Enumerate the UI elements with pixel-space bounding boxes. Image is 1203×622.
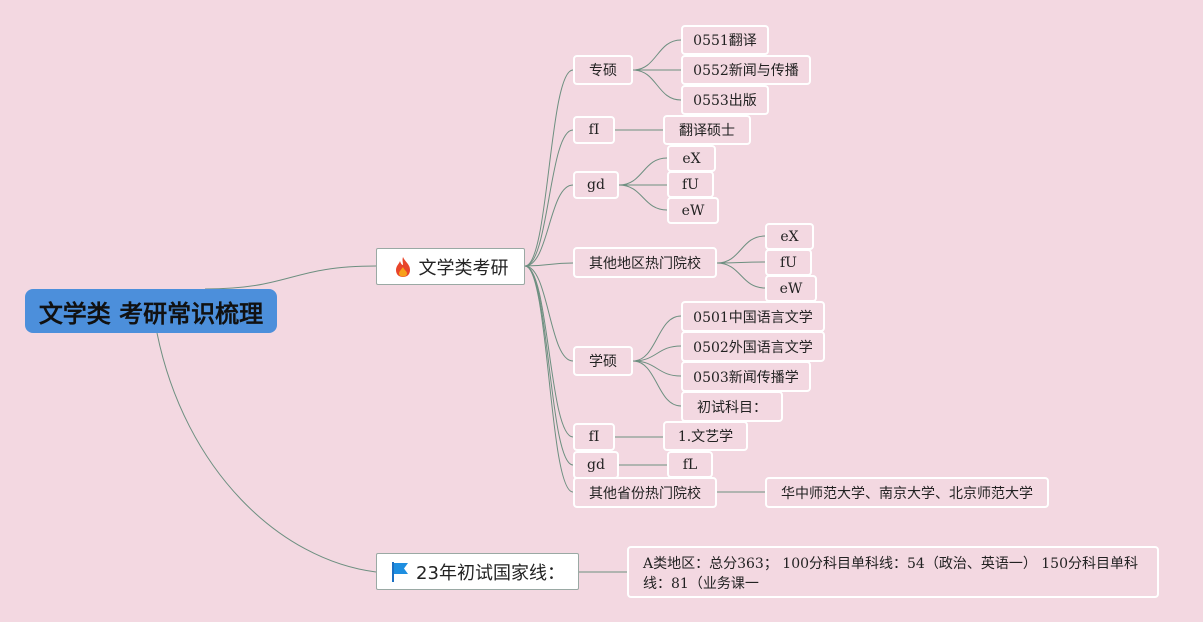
topic-wenyixue[interactable]: 1.文艺学 bbox=[663, 421, 748, 451]
connector-xueshuo-2 bbox=[632, 360, 682, 377]
topic-wenxuelei-kaoyan[interactable]: 文学类考研 bbox=[376, 248, 525, 285]
topic-label: fL bbox=[682, 456, 698, 473]
topic-fl[interactable]: fL bbox=[667, 451, 713, 478]
topic-label: 其他省份热门院校 bbox=[589, 485, 701, 502]
topic-fi-2[interactable]: fI bbox=[573, 423, 615, 451]
connector-zhuanshuo-2 bbox=[632, 69, 682, 101]
connector-xueshuo-1 bbox=[632, 345, 682, 362]
topic-0501[interactable]: 0501中国语言文学 bbox=[681, 301, 825, 332]
connector-branch1-child-7 bbox=[524, 265, 574, 493]
topic-other-region-schools[interactable]: 其他地区热门院校 bbox=[573, 247, 717, 278]
topic-national-line-detail[interactable]: A类地区：总分363； 100分科目单科线：54（政治、英语一） 150分科目单… bbox=[627, 546, 1159, 598]
topic-fanyi-shuoshi[interactable]: 翻译硕士 bbox=[663, 115, 751, 145]
topic-0552[interactable]: 0552新闻与传播 bbox=[681, 55, 811, 85]
connector-zhuanshuo-0 bbox=[632, 39, 682, 71]
topic-label: 专硕 bbox=[589, 63, 617, 79]
topic-label: 0552新闻与传播 bbox=[693, 63, 799, 79]
topic-label: 1.文艺学 bbox=[677, 429, 734, 445]
topic-gd[interactable]: gd bbox=[573, 171, 619, 199]
topic-label: gd bbox=[587, 177, 605, 193]
topic-label: eW bbox=[779, 280, 803, 297]
topic-0551[interactable]: 0551翻译 bbox=[681, 25, 769, 55]
topic-label: 0503新闻传播学 bbox=[693, 369, 799, 386]
topic-zhuanshuo[interactable]: 专硕 bbox=[573, 55, 633, 85]
topic-label: 23年初试国家线： bbox=[416, 562, 565, 584]
topic-label: 0502外国语言文学 bbox=[693, 339, 813, 356]
topic-xueshuo[interactable]: 学硕 bbox=[573, 346, 633, 376]
topic-national-line[interactable]: 23年初试国家线： bbox=[376, 553, 579, 590]
topic-label: fI bbox=[588, 429, 600, 445]
connector-branch1-child-2 bbox=[524, 184, 574, 267]
topic-label: A类地区：总分363； 100分科目单科线：54（政治、英语一） 150分科目单… bbox=[643, 556, 1138, 592]
topic-label: 文学类考研 bbox=[418, 257, 509, 279]
topic-ew-2[interactable]: eW bbox=[765, 275, 817, 302]
connector-root-branch2 bbox=[156, 332, 377, 573]
topic-label: gd bbox=[587, 457, 605, 473]
connector-branch1-child-6 bbox=[524, 265, 574, 466]
topic-other-province-schools[interactable]: 其他省份热门院校 bbox=[573, 477, 717, 508]
connector-xueshuo-0 bbox=[632, 315, 682, 362]
connector-other-region-0 bbox=[716, 235, 766, 264]
topic-fu-2[interactable]: fU bbox=[765, 249, 812, 276]
topic-0502[interactable]: 0502外国语言文学 bbox=[681, 331, 825, 362]
topic-0503[interactable]: 0503新闻传播学 bbox=[681, 361, 811, 392]
topic-chushi-kemu[interactable]: 初试科目： bbox=[681, 391, 783, 422]
topic-gd-2[interactable]: gd bbox=[573, 451, 619, 479]
topic-ew[interactable]: eW bbox=[667, 197, 719, 224]
topic-label: fU bbox=[780, 254, 797, 271]
topic-ex[interactable]: eX bbox=[667, 145, 716, 172]
topic-label: 翻译硕士 bbox=[679, 123, 735, 139]
topic-label: eW bbox=[681, 202, 705, 219]
root-topic-label: 文学类 考研常识梳理 bbox=[38, 299, 264, 328]
topic-fu[interactable]: fU bbox=[667, 171, 714, 198]
flag-icon bbox=[390, 561, 410, 583]
topic-label: 0553出版 bbox=[693, 93, 757, 109]
connector-branch1-child-5 bbox=[524, 265, 574, 438]
topic-label: 学硕 bbox=[589, 354, 617, 370]
topic-label: 初试科目： bbox=[697, 399, 767, 416]
connector-gd-0 bbox=[618, 157, 668, 186]
topic-label: 0501中国语言文学 bbox=[693, 309, 813, 326]
topic-label: 其他地区热门院校 bbox=[589, 255, 701, 272]
topic-label: 华中师范大学、南京大学、北京师范大学 bbox=[781, 485, 1033, 502]
root-topic[interactable]: 文学类 考研常识梳理 bbox=[25, 289, 277, 333]
connector-other-region-2 bbox=[716, 262, 766, 289]
topic-0553[interactable]: 0553出版 bbox=[681, 85, 769, 115]
connector-branch1-child-1 bbox=[524, 129, 574, 267]
connector-gd-2 bbox=[618, 184, 668, 211]
topic-schools-list[interactable]: 华中师范大学、南京大学、北京师范大学 bbox=[765, 477, 1049, 508]
topic-label: fU bbox=[682, 176, 699, 193]
connector-branch1-child-0 bbox=[524, 69, 574, 267]
fire-icon bbox=[393, 256, 413, 278]
topic-label: 0551翻译 bbox=[693, 33, 757, 49]
topic-fi[interactable]: fI bbox=[573, 116, 615, 144]
topic-label: eX bbox=[682, 150, 701, 167]
connector-branch1-child-4 bbox=[524, 265, 574, 362]
connector-root-branch1 bbox=[204, 265, 377, 290]
connector-xueshuo-3 bbox=[632, 360, 682, 407]
connector-branch1-child-3 bbox=[524, 262, 574, 267]
topic-label: fI bbox=[588, 122, 600, 138]
topic-label: eX bbox=[780, 228, 799, 245]
topic-ex-2[interactable]: eX bbox=[765, 223, 814, 250]
